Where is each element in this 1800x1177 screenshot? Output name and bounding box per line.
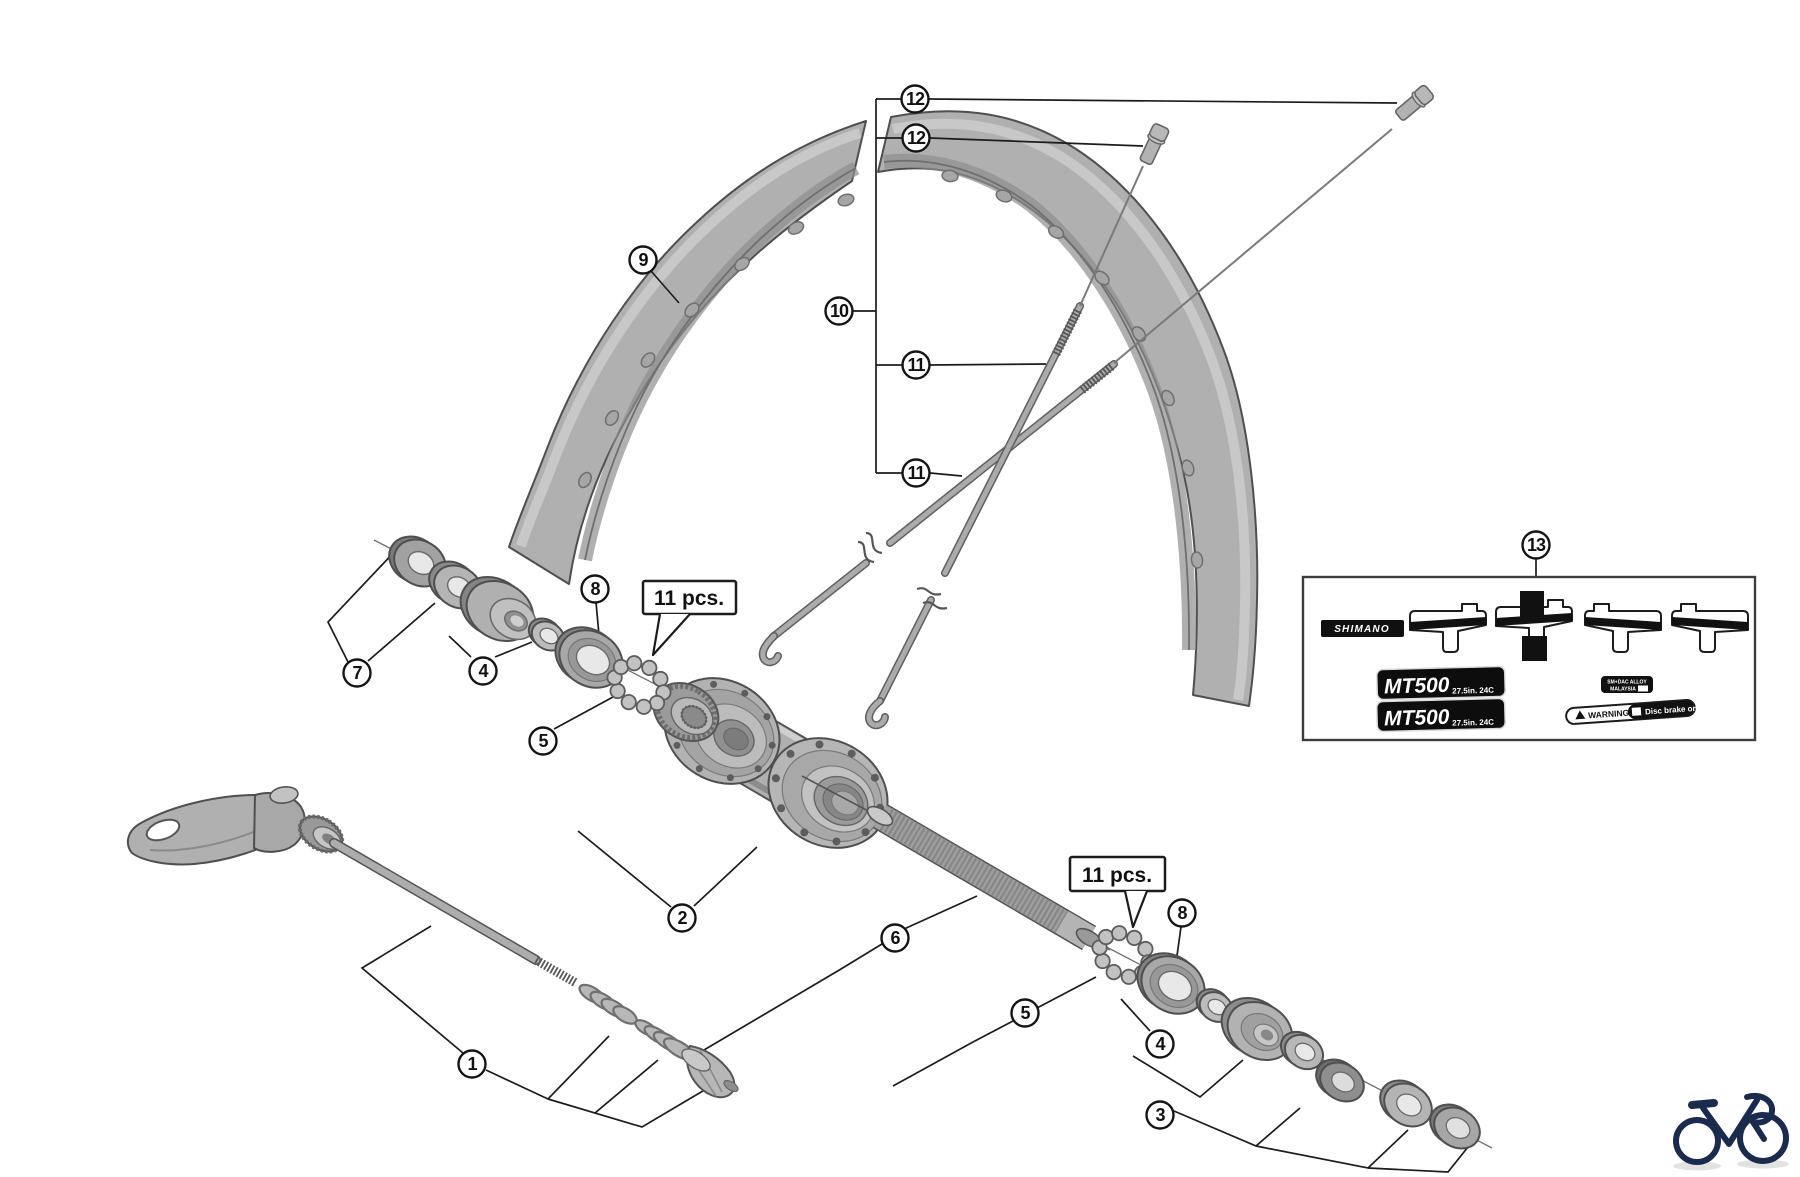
svg-text:12: 12	[907, 128, 926, 148]
leader-lines	[326, 98, 1537, 1173]
axle	[866, 803, 1111, 951]
pcs-note: 11 pcs.	[1068, 855, 1167, 929]
left-axle-parts	[388, 535, 672, 715]
cone-dust-cap	[1220, 996, 1294, 1062]
washer	[1315, 1058, 1365, 1103]
svg-text:6: 6	[890, 928, 900, 948]
svg-text:5: 5	[538, 731, 548, 751]
svg-text:8: 8	[590, 579, 600, 599]
manual-book-icon	[1631, 707, 1642, 716]
warning-decal: WARNING Disc brake only!	[1565, 699, 1707, 725]
origin-badge-line2: MALAYSIA	[1610, 687, 1636, 693]
callout-5: 5	[528, 726, 558, 756]
shimano-logo-decal: SHIMANO	[1321, 620, 1404, 637]
warning-title: WARNING	[1588, 708, 1630, 721]
right-axle-parts	[1091, 925, 1481, 1150]
pcs-note-label: 11 pcs.	[654, 587, 724, 610]
seal-washer	[554, 626, 624, 689]
warning-triangle-icon	[1575, 710, 1586, 720]
svg-text:13: 13	[1527, 535, 1546, 555]
callout-2: 2	[667, 903, 697, 933]
callout-4: 4	[468, 656, 498, 686]
callout-5: 5	[1010, 998, 1040, 1028]
svg-text:4: 4	[478, 661, 488, 681]
model-decal: MT500 27.5in. 24C	[1376, 665, 1506, 701]
spoke-nipple	[1394, 84, 1435, 121]
origin-badge-decal: SM+DAC ALLOY MALAYSIA	[1601, 676, 1653, 693]
svg-text:11: 11	[907, 355, 925, 375]
svg-text:4: 4	[1155, 1034, 1165, 1054]
lock-nut	[1429, 1103, 1481, 1150]
warning-text: Disc brake only!	[1645, 703, 1707, 716]
callout-3: 3	[1145, 1100, 1175, 1130]
pcs-note: 11 pcs.	[641, 579, 738, 657]
lockring	[652, 681, 720, 743]
spring	[634, 1019, 696, 1061]
svg-text:12: 12	[906, 89, 925, 109]
bicycle-logo-icon	[1673, 1093, 1789, 1171]
svg-text:5: 5	[1020, 1003, 1030, 1023]
svg-text:8: 8	[1177, 903, 1187, 923]
callout-11: 11	[901, 350, 931, 380]
callout-4: 4	[1145, 1029, 1175, 1059]
model-label: MT500	[1384, 674, 1450, 699]
cone-dust-cap	[459, 575, 537, 643]
svg-text:9: 9	[638, 250, 648, 270]
svg-text:7: 7	[352, 663, 362, 683]
origin-badge-line1: SM+DAC ALLOY	[1607, 680, 1647, 686]
spoke-threads	[1079, 362, 1115, 394]
spoke-nipple	[1139, 123, 1170, 166]
callout-8: 8	[1167, 898, 1197, 928]
callout-8: 8	[580, 574, 610, 604]
end-nut	[681, 1044, 739, 1099]
callout-9: 9	[628, 245, 658, 275]
callout-12: 12	[900, 84, 930, 114]
model-label: MT500	[1384, 706, 1450, 731]
svg-text:1: 1	[467, 1054, 477, 1074]
skewer-rod	[329, 838, 579, 987]
svg-text:10: 10	[830, 301, 849, 321]
decal-sheet: SHIMANO MT500	[1301, 575, 1757, 742]
spec-label: 27.5in. 24C	[1452, 686, 1494, 696]
spoke-threads	[1051, 307, 1083, 357]
hub-flange	[767, 737, 889, 849]
callout-12: 12	[901, 123, 931, 153]
washer	[1279, 1030, 1325, 1071]
svg-text:3: 3	[1155, 1105, 1165, 1125]
model-decal: MT500 27.5in. 24C	[1376, 697, 1506, 733]
svg-text:11: 11	[907, 463, 925, 483]
hub-body	[652, 677, 889, 849]
svg-text:2: 2	[677, 908, 687, 928]
rim	[508, 110, 1259, 707]
callout-11: 11	[901, 458, 931, 488]
callout-1: 1	[457, 1049, 487, 1079]
quick-release-assembly	[126, 786, 739, 1099]
callout-13: 13	[1521, 530, 1551, 560]
washer	[1379, 1079, 1433, 1128]
callouts: 12 12 9 10 11 11 13 8 7 4 5 2 6 1 5 8 4 …	[342, 84, 1551, 1130]
spring	[578, 983, 638, 1025]
ball-retainer	[606, 655, 672, 715]
spoke	[865, 165, 1144, 730]
callout-6: 6	[880, 923, 910, 953]
rim-graphic-decal	[1409, 591, 1749, 661]
hub-flange	[663, 677, 781, 785]
callout-7: 7	[342, 658, 372, 688]
brand-label: SHIMANO	[1334, 624, 1390, 635]
seal-washer	[1136, 952, 1206, 1015]
rim-spoke-hole-bumps	[578, 169, 1204, 569]
spec-label: 27.5in. 24C	[1452, 718, 1494, 728]
quick-release-lever	[126, 786, 306, 866]
callout-10: 10	[824, 296, 854, 326]
pcs-note-label: 11 pcs.	[1082, 864, 1152, 887]
